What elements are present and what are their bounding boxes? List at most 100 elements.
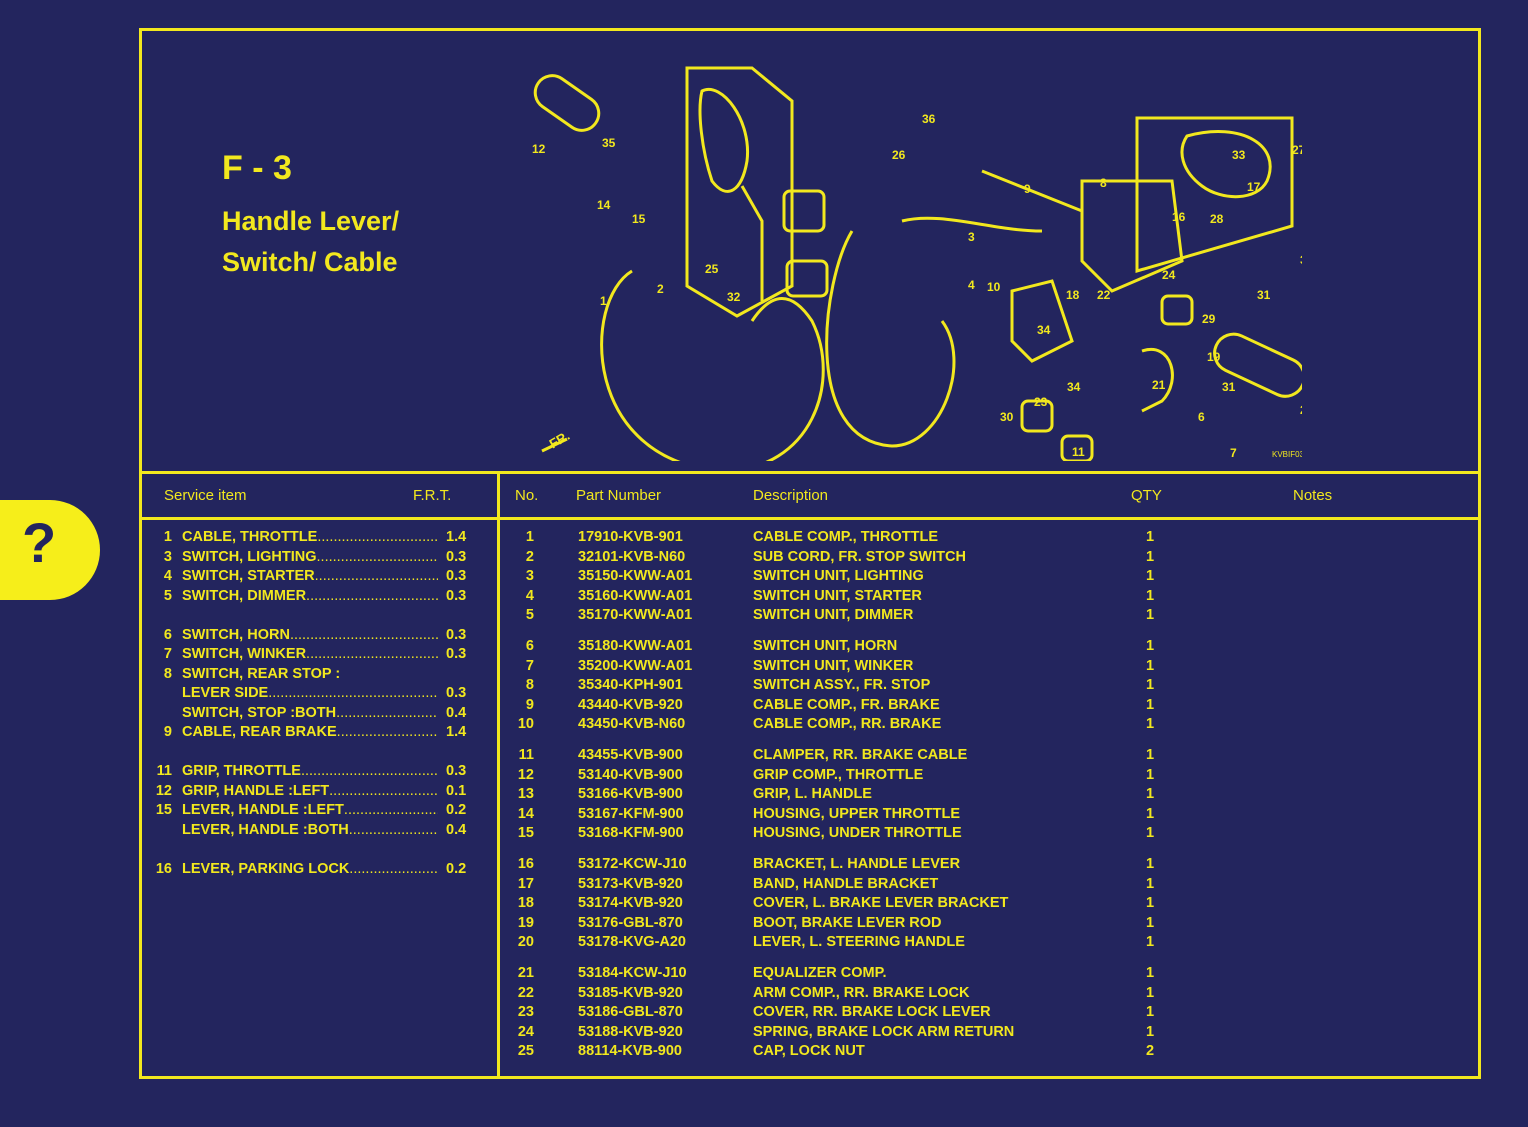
part-description: SWITCH UNIT, LIGHTING (753, 568, 924, 584)
service-item-label: CABLE, REAR BRAKE (182, 724, 337, 740)
brake-lock-arm-shape (1010, 279, 1074, 363)
part-quantity: 1 (1146, 657, 1155, 674)
service-item-label: LEVER, PARKING LOCK (182, 860, 350, 877)
part-description: BRACKET, L. HANDLE LEVER (753, 856, 961, 872)
part-quantity: 1 (1146, 875, 1155, 892)
callout-34b: 34 (1067, 380, 1081, 394)
cable-loop-2 (825, 230, 956, 448)
callout-28: 28 (1210, 212, 1224, 226)
callout-34: 34 (1037, 323, 1051, 337)
service-item-text: CABLE, REAR BRAKE.......................… (182, 724, 438, 740)
callout-29: 29 (1202, 312, 1216, 326)
service-item-label: SWITCH, DIMMER (182, 587, 307, 604)
callout-22: 22 (1097, 288, 1111, 302)
part-description: CABLE COMP., FR. BRAKE (753, 696, 940, 713)
leader-dots: ........................................… (336, 724, 438, 740)
figure-code: F - 3 (222, 149, 292, 187)
part-description: BOOT, BRAKE LEVER ROD (753, 914, 942, 931)
callout-2: 2 (657, 282, 664, 296)
part-quantity: 1 (1146, 587, 1155, 604)
service-item-text: CABLE, THROTTLE.........................… (182, 529, 438, 545)
horn-switch-shape (1020, 399, 1054, 433)
part-quantity: 1 (1146, 568, 1155, 584)
service-item-number: 11 (156, 763, 172, 779)
part-quantity: 1 (1146, 677, 1155, 693)
notes-header: Notes (1293, 487, 1333, 504)
service-item-frt: 0.1 (446, 782, 467, 799)
divider-top (142, 471, 1478, 474)
lever-bracket-shape (1080, 179, 1184, 293)
callout-33: 33 (1232, 148, 1246, 162)
service-item-number: 3 (163, 548, 172, 565)
service-item-text: SWITCH, HORN............................… (182, 627, 438, 643)
part-number: 53174-KVB-920 (578, 895, 683, 911)
part-quantity: 1 (1146, 805, 1155, 822)
service-item-text: GRIP, HANDLE :LEFT......................… (182, 783, 438, 799)
part-description: SWITCH UNIT, WINKER (753, 657, 914, 674)
part-quantity: 1 (1146, 965, 1155, 981)
part-ref-number: 2 (525, 548, 534, 565)
callout-36: 36 (922, 112, 936, 126)
part-description: HOUSING, UPPER THROTTLE (753, 805, 961, 822)
part-number: 53184-KCW-J10 (578, 965, 687, 981)
leader-dots: ........................................… (336, 704, 438, 721)
leader-dots: ........................................… (329, 782, 438, 799)
description-header: Description (753, 487, 829, 504)
callout-31b: 31 (1222, 380, 1236, 394)
part-ref-number: 16 (517, 856, 534, 872)
chapter-tab[interactable]: ? (0, 500, 100, 600)
part-number: 53185-KVB-920 (578, 984, 683, 1001)
service-item-label: SWITCH, WINKER (182, 646, 307, 662)
service-item-row: LEVER, HANDLE :BOTH.....................… (150, 822, 470, 842)
part-quantity: 2 (1146, 1043, 1155, 1059)
callout-32b: 32 (1300, 253, 1302, 267)
service-item-text: GRIP, THROTTLE..........................… (182, 763, 438, 779)
part-quantity: 1 (1146, 607, 1155, 623)
service-item-label: GRIP, HANDLE :LEFT (182, 782, 330, 799)
service-item-number: 16 (155, 860, 172, 877)
part-quantity: 1 (1146, 825, 1155, 841)
part-ref-number: 25 (517, 1043, 534, 1059)
part-description: SWITCH UNIT, STARTER (753, 587, 922, 604)
callout-8: 8 (1100, 176, 1107, 190)
part-description: SUB CORD, FR. STOP SWITCH (753, 548, 966, 565)
service-item-label: LEVER SIDE (182, 685, 269, 701)
right-mirror-shape (1180, 130, 1272, 199)
frt-header: F.R.T. (413, 487, 452, 504)
callout-11: 11 (1072, 445, 1085, 459)
service-item-header: Service item (164, 487, 247, 504)
part-description: CLAMPER, RR. BRAKE CABLE (753, 747, 968, 763)
part-number-header: Part Number (576, 487, 662, 504)
part-number: 35340-KPH-901 (578, 677, 683, 693)
callout-14: 14 (597, 198, 611, 212)
part-description: EQUALIZER COMP. (753, 965, 887, 981)
callout-35: 35 (602, 136, 616, 150)
winker-switch-shape (1060, 434, 1094, 461)
left-mirror-box (685, 66, 794, 318)
part-quantity: 1 (1146, 984, 1155, 1001)
divider-vertical (497, 474, 500, 1076)
part-number: 53166-KVB-900 (578, 786, 683, 802)
part-number: 35180-KWW-A01 (578, 638, 693, 654)
part-ref-number: 8 (525, 677, 534, 693)
service-item-label: SWITCH, LIGHTING (182, 548, 317, 565)
callout-4: 4 (968, 278, 975, 292)
callout-17: 17 (1247, 180, 1261, 194)
part-ref-number: 6 (525, 638, 534, 654)
service-item-frt: 0.3 (446, 685, 467, 701)
cable-loop-1 (600, 269, 825, 461)
leader-dots: ........................................… (343, 802, 438, 818)
leader-dots: ........................................… (348, 821, 438, 838)
part-number: 35170-KWW-A01 (578, 607, 693, 623)
